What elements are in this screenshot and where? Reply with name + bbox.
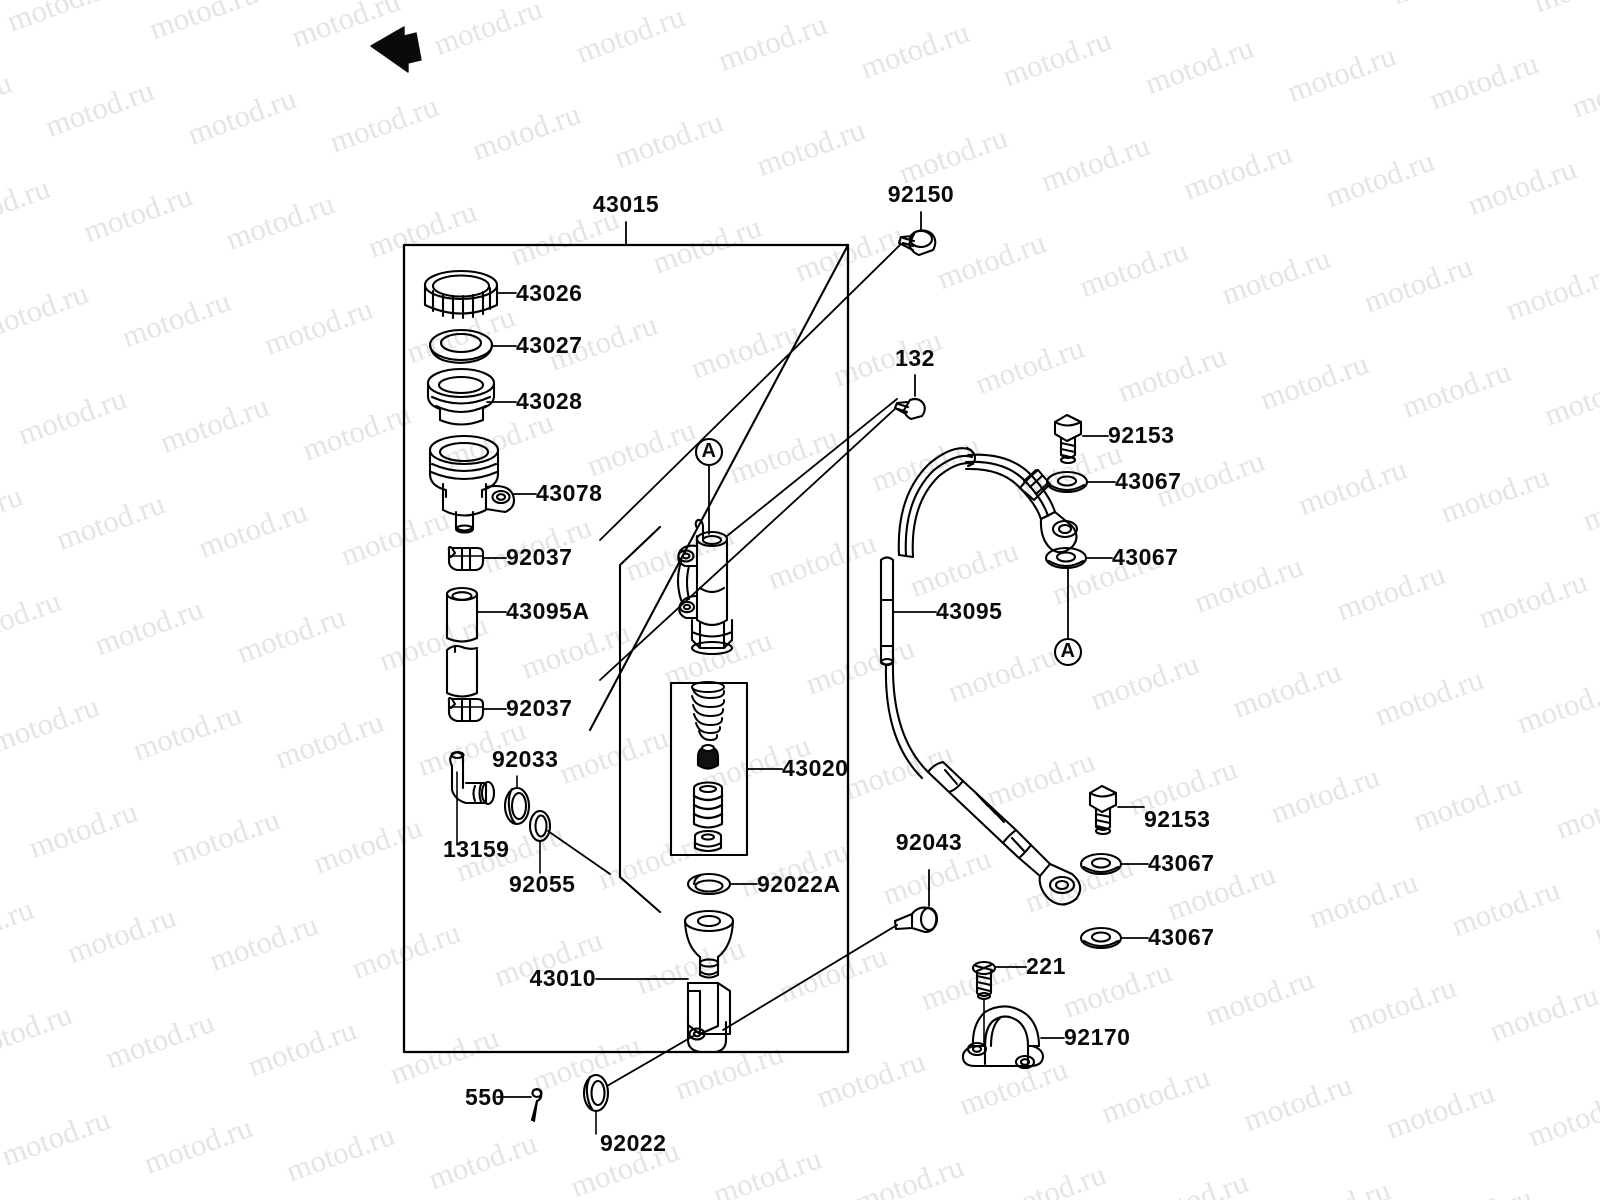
part-label-clamp-hose-bracket: 92170	[1064, 1024, 1131, 1050]
part-label-clamp-hose-upper: 92037	[506, 544, 573, 570]
part-label-pin: 92043	[895, 829, 963, 855]
part-label-diaphragm: 43028	[516, 388, 583, 414]
part-label-bolt-small: 132	[895, 345, 935, 371]
callout-letter-a: A	[701, 440, 717, 462]
part-label-joint-hose: 13159	[443, 836, 510, 862]
callout-letter-a: A	[1060, 640, 1076, 662]
part-label-hose-brake: 43095	[936, 598, 1003, 624]
part-label-washer-upper-a: 43067	[1115, 468, 1182, 494]
part-label-screw-pan-head: 221	[1026, 953, 1066, 979]
part-label-pin-cotter: 550	[465, 1084, 505, 1110]
part-label-bolt-banjo-lower: 92153	[1144, 806, 1211, 832]
part-label-washer-lower-b: 43067	[1148, 924, 1215, 950]
part-label-cylinder-master-rear: 43010	[529, 965, 596, 991]
part-label-oring: 92055	[509, 871, 576, 897]
part-label-kit-master-cylinder-repair: 43020	[782, 755, 849, 781]
part-label-hose-reservoir: 43095A	[506, 598, 590, 624]
part-label-clamp-hose-lower: 92037	[506, 695, 573, 721]
part-label-washer-upper-b: 43067	[1112, 544, 1179, 570]
part-label-washer-plain: 92022	[600, 1130, 667, 1156]
part-label-washer-snap-ring-upper: 92022A	[757, 871, 841, 897]
part-label-bolt-flanged: 92150	[887, 181, 955, 207]
part-label-washer-lower-a: 43067	[1148, 850, 1215, 876]
part-label-plate-diaphragm: 43027	[516, 332, 583, 358]
part-label-ring-snap: 92033	[492, 746, 559, 772]
part-label-cylinder-assy-master-group: 43015	[592, 191, 660, 217]
part-label-reservoir: 43078	[536, 480, 603, 506]
part-label-bolt-banjo-upper: 92153	[1108, 422, 1175, 448]
part-label-cap-reservoir: 43026	[516, 280, 583, 306]
